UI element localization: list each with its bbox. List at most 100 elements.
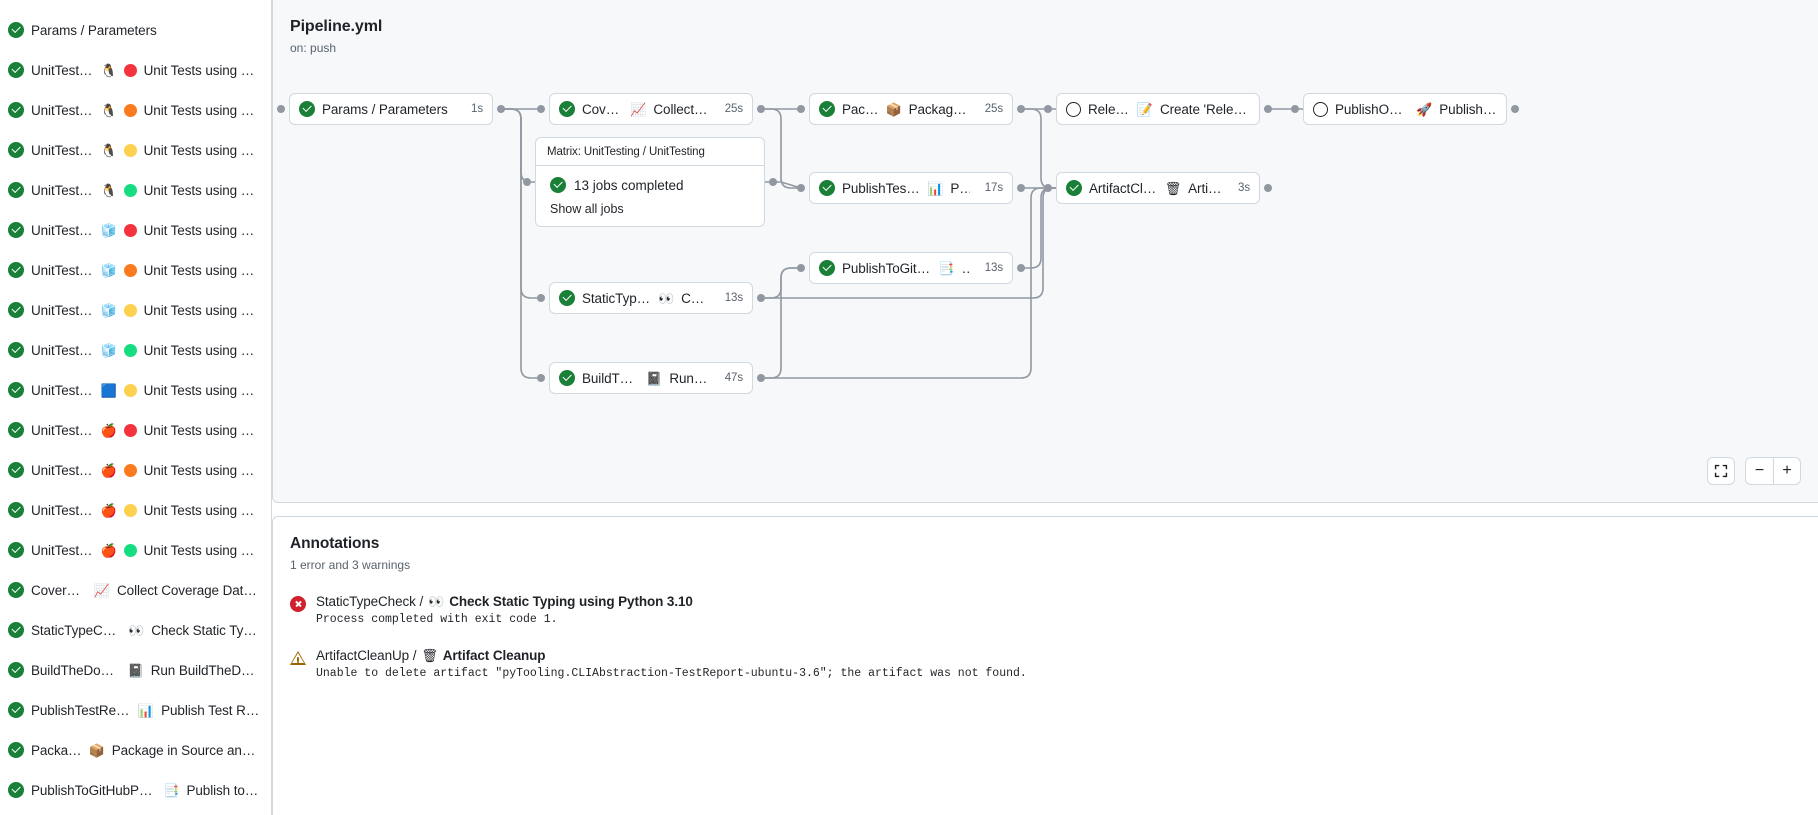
annotation-severity-icon-wrap [290, 648, 306, 680]
sidebar-item-job-17[interactable]: PublishTestResults / 📊Publish Test Resu… [0, 690, 271, 730]
success-icon [8, 182, 24, 198]
fit-screen-icon[interactable] [1707, 457, 1735, 485]
sidebar-item-job-5[interactable]: UnitTesting / 🧊Unit Tests using Pyth… [0, 210, 271, 250]
sidebar-item-label-secondary: Check Static Typing… [151, 622, 261, 638]
sidebar-item-job-2[interactable]: UnitTesting / 🐧Unit Tests using Pyth… [0, 90, 271, 130]
show-all-jobs-link[interactable]: Show all jobs [550, 202, 624, 216]
sidebar-item-job-0[interactable]: Params / Parameters [0, 10, 271, 50]
node-emoji-icon: 📝 [1136, 101, 1153, 117]
sidebar-item-label: Params / Parameters [31, 22, 157, 38]
node-duration: 25s [984, 103, 1003, 115]
graph-node-statictype[interactable]: StaticTypeCheck / 👀 Chec… 13s [549, 282, 753, 314]
job-platform-emoji-icon: 🧊 [100, 262, 117, 278]
sidebar-item-job-10[interactable]: UnitTesting / 🍎Unit Tests using Pyth… [0, 410, 271, 450]
zoom-in-button[interactable]: + [1773, 457, 1801, 485]
graph-node-publishghp[interactable]: PublishToGitHubPages / 📑…13s [809, 252, 1013, 284]
annotation-detail: Unable to delete artifact "pyTooling.CLI… [316, 667, 1027, 680]
sidebar-item-label: Package / [31, 742, 82, 758]
node-port-out [497, 105, 505, 113]
success-icon [8, 262, 24, 278]
node-port-in [537, 294, 545, 302]
node-emoji-icon: 📓 [646, 370, 663, 386]
node-label: Params / Parameters [322, 101, 448, 117]
python-version-dot-icon [123, 303, 137, 317]
sidebar-item-job-1[interactable]: UnitTesting / 🐧Unit Tests using Pyth… [0, 50, 271, 90]
python-version-dot-icon [123, 503, 137, 517]
job-platform-emoji-icon: 🐧 [100, 102, 117, 118]
node-port-in [797, 264, 805, 272]
sidebar-item-job-8[interactable]: UnitTesting / 🧊Unit Tests using Pyth… [0, 330, 271, 370]
success-icon [8, 142, 24, 158]
annotation-job-name: Check Static Typing using Python 3.10 [449, 594, 693, 609]
node-label-secondary: … [961, 261, 969, 276]
success-icon [8, 302, 24, 318]
sidebar-item-job-18[interactable]: Package / 📦Package in Source and Wh… [0, 730, 271, 770]
sidebar-item-job-9[interactable]: UnitTesting / 🟦Unit Tests using Pyth… [0, 370, 271, 410]
node-duration: 13s [724, 292, 743, 304]
graph-node-publishtest[interactable]: PublishTestResults / 📊Pu…17s [809, 172, 1013, 204]
graph-zoom-controls[interactable]: − + [1707, 457, 1801, 485]
node-emoji-icon: 📊 [927, 180, 944, 196]
job-platform-emoji-icon: 📦 [88, 742, 105, 758]
matrix-body: 13 jobs completed Show all jobs [536, 166, 764, 227]
node-label: PublishTestResults / [842, 180, 920, 196]
success-icon [8, 502, 24, 518]
sidebar-item-job-3[interactable]: UnitTesting / 🐧Unit Tests using Pyth… [0, 130, 271, 170]
annotations-summary: 1 error and 3 warnings [290, 558, 411, 572]
success-icon [8, 742, 24, 758]
workflow-trigger: on: push [290, 41, 337, 55]
success-icon [819, 260, 835, 276]
sidebar-item-job-7[interactable]: UnitTesting / 🧊Unit Tests using Pyth… [0, 290, 271, 330]
annotation-job-prefix: StaticTypeCheck / [316, 594, 424, 609]
sidebar-item-job-12[interactable]: UnitTesting / 🍎Unit Tests using Pyth… [0, 490, 271, 530]
success-icon [819, 180, 835, 196]
zoom-out-button[interactable]: − [1745, 457, 1773, 485]
graph-node-package[interactable]: Package / 📦Package in So…25s [809, 93, 1013, 125]
node-label-secondary: Chec… [681, 290, 710, 306]
graph-node-artifact[interactable]: ArtifactCleanUp / 🗑Artifac…3s [1056, 172, 1260, 204]
node-label-secondary: Run Buil… [669, 370, 709, 386]
annotation-body: StaticTypeCheck / 👀 Check Static Typing u… [316, 594, 693, 626]
node-label: StaticTypeCheck / [582, 290, 651, 306]
sidebar-item-job-14[interactable]: Coverage / 📈Collect Coverage Data usi… [0, 570, 271, 610]
success-icon [8, 702, 24, 718]
zoom-button-group[interactable]: − + [1745, 457, 1801, 485]
annotation-emoji-icon: 👀 [428, 594, 445, 609]
sidebar-item-label: UnitTesting / [31, 182, 94, 198]
sidebar-item-label: UnitTesting / [31, 382, 94, 398]
sidebar-item-job-15[interactable]: StaticTypeCheck / 👀Check Static Typing… [0, 610, 271, 650]
sidebar-item-label: PublishTestResults / [31, 702, 131, 718]
graph-node-builddocs[interactable]: BuildTheDocs / 📓Run Buil…47s [549, 362, 753, 394]
sidebar-item-job-4[interactable]: UnitTesting / 🐧Unit Tests using Pyth… [0, 170, 271, 210]
node-port-in [537, 374, 545, 382]
sidebar-item-job-16[interactable]: BuildTheDocs / 📓Run BuildTheDocs [0, 650, 271, 690]
graph-node-pypi[interactable]: PublishOnPyPI / 🚀Publish to … [1303, 93, 1507, 125]
sidebar-item-label: UnitTesting / [31, 302, 94, 318]
annotation-severity-icon-wrap [290, 594, 306, 626]
annotation-job-name: Artifact Cleanup [442, 648, 546, 663]
sidebar-item-label: UnitTesting / [31, 222, 94, 238]
graph-node-release[interactable]: Release / 📝Create 'Release P… [1056, 93, 1260, 125]
graph-node-coverage[interactable]: Coverage / 📈Collect Cove…25s [549, 93, 753, 125]
python-version-dot-icon [123, 103, 137, 117]
sidebar-item-job-11[interactable]: UnitTesting / 🍎Unit Tests using Pyth… [0, 450, 271, 490]
matrix-group-unittesting[interactable]: Matrix: UnitTesting / UnitTesting 13 job… [535, 137, 765, 227]
sidebar-item-job-6[interactable]: UnitTesting / 🧊Unit Tests using Pyth… [0, 250, 271, 290]
success-icon [8, 102, 24, 118]
sidebar-item-job-13[interactable]: UnitTesting / 🍎Unit Tests using Pyth… [0, 530, 271, 570]
sidebar-item-job-19[interactable]: PublishToGitHubPages / 📑Publish to G… [0, 770, 271, 810]
node-label: ArtifactCleanUp / [1089, 180, 1158, 196]
warning-icon [290, 650, 306, 666]
job-platform-emoji-icon: 🐧 [100, 182, 117, 198]
sidebar-item-label-secondary: Unit Tests using Pyth… [143, 422, 261, 438]
matrix-port-in [523, 178, 531, 186]
annotation-item-0: StaticTypeCheck / 👀 Check Static Typing u… [290, 594, 1801, 626]
node-port-in [1291, 105, 1299, 113]
node-emoji-icon: 👀 [657, 290, 675, 306]
